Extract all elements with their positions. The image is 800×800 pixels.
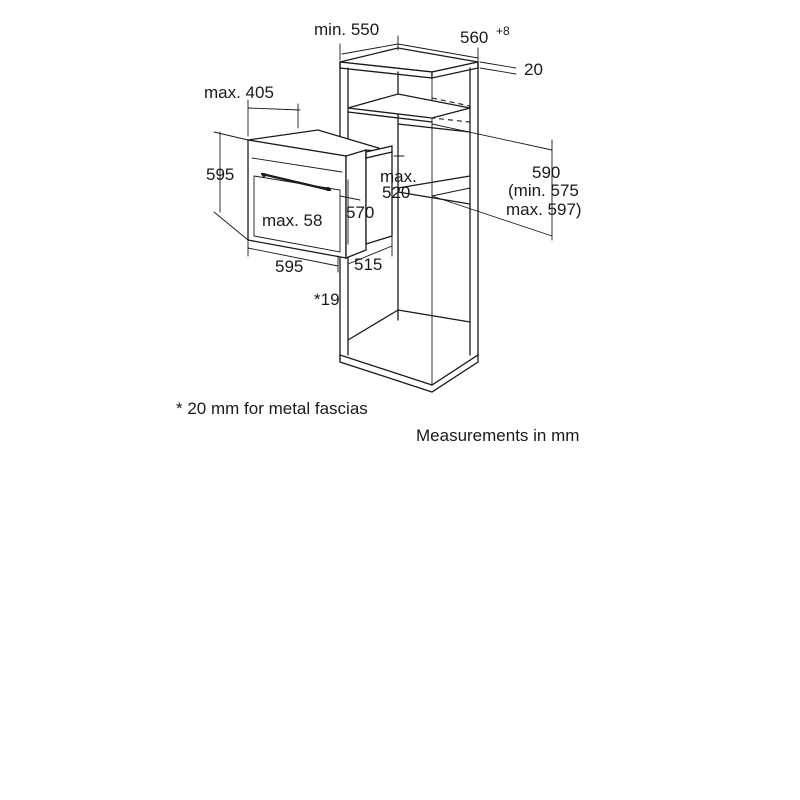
dim-560-line [397,43,479,59]
oven-appliance [247,129,393,259]
dim-max-405-line [247,107,301,111]
label-560-superscript: +8 [496,24,510,38]
dim-590-leader-bottom [431,195,553,237]
oven-control-strip [251,157,343,173]
label-515: 515 [354,255,382,274]
label-560: 560 [460,28,488,47]
dim-min-550-line [341,43,399,55]
units-note: Measurements in mm [416,426,579,445]
cabinet-plinth [339,353,479,393]
label-max-405: max. 405 [204,83,274,102]
dimension-lines [213,35,553,311]
compartment-shelf-line [397,175,471,189]
compartment-bottom-line [397,191,471,205]
dimension-labels: min. 550 560 +8 20 max. 405 595 max. 520… [204,20,582,309]
label-max-597: max. 597) [506,200,582,219]
oven-handle-left-mount [262,173,266,177]
footnote-metal-fascias: * 20 mm for metal fascias [176,399,368,418]
lower-floor-back [397,309,471,323]
oven-handle-right-mount [326,187,330,191]
lower-back-diagonal [347,309,399,341]
label-595-height: 595 [206,165,234,184]
dim-595-width-line [247,247,339,267]
dim-595-height-tick-top [213,131,249,141]
cabinet-upper-shelf-edge [347,111,433,123]
compartment-bottom-back [431,187,471,197]
compartment-top-line [397,123,471,133]
label-570: 570 [346,203,374,222]
label-520: 520 [382,183,410,202]
label-20: 20 [524,60,543,79]
label-595-width: 595 [275,257,303,276]
dim-595-height-tick-bottom [213,211,249,241]
dim-max-58-line [339,195,361,201]
cabinet-housing [339,47,479,393]
dim-20-line-bottom [479,67,517,75]
dim-590-leader-top [431,123,553,151]
notes: * 20 mm for metal fascias Measurements i… [176,399,579,445]
dim-515-line [347,245,393,265]
label-min-550: min. 550 [314,20,379,39]
dim-20-line-top [479,61,517,69]
oven-mounting-bracket [365,145,393,159]
ventilation-recess-dashed [431,97,471,123]
label-590: 590 [532,163,560,182]
label-max-58: max. 58 [262,211,322,230]
label-max: max. [380,167,417,186]
label-min-575: (min. 575 [508,181,579,200]
oven-side-panel [345,149,367,259]
oven-front-fascia [247,139,347,259]
label-19: *19 [314,290,340,309]
oven-handle [260,172,332,192]
